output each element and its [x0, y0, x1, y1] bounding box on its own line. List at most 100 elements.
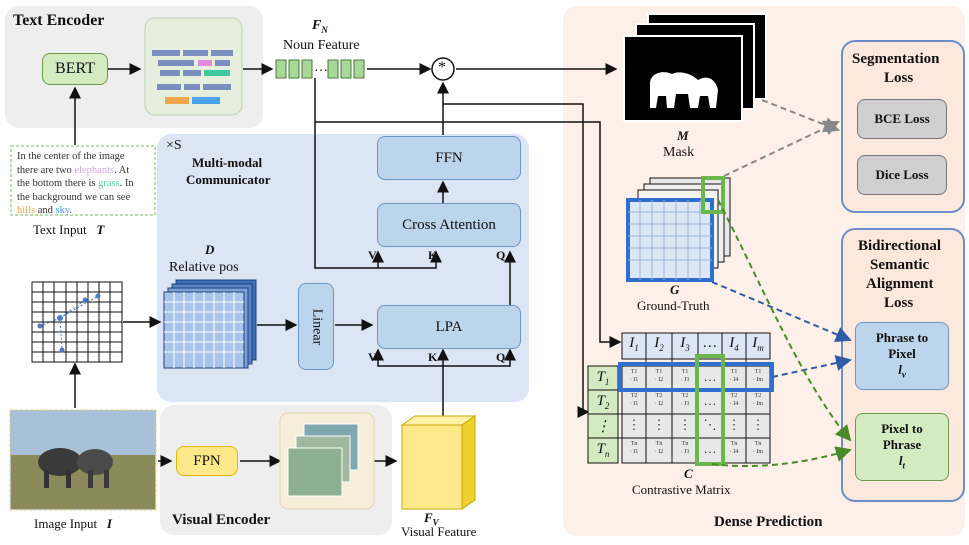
fpn-feature-maps [279, 412, 375, 510]
matrix-cell: ⋮ [751, 417, 765, 432]
matrix-row-header: T1 [596, 369, 610, 387]
noun-feature-dots: … [314, 60, 328, 75]
text-input-line: there are two elephants. At [17, 164, 134, 178]
matrix-cell: T1· Im [752, 369, 764, 383]
bert-box: BERT [42, 53, 108, 85]
matrix-cell: T2· I4 [729, 393, 739, 407]
matrix-col-header: I4 [729, 335, 739, 353]
ca-k-label: K [428, 248, 438, 262]
text-input-line: In the center of the image [17, 150, 134, 164]
ground-truth-symbol: G [670, 282, 680, 297]
text-input-box [10, 145, 156, 216]
text-input-segment: hills [17, 205, 36, 216]
matrix-cell: ⋮ [678, 417, 692, 432]
text-encoder-title: Text Encoder [13, 12, 105, 29]
cross-attention-box: Cross Attention [377, 203, 521, 247]
bce-loss-box: BCE Loss [857, 99, 947, 139]
matrix-row-header: T2 [596, 393, 610, 411]
lpa-k-label: K [428, 350, 438, 364]
text-input-line: the bottom there is grass. In [17, 177, 134, 191]
dense-prediction-title: Dense Prediction [714, 514, 823, 530]
lpa-box: LPA [377, 305, 521, 349]
lpa-q-label: Q [496, 350, 506, 364]
repeat-label: ×S [166, 138, 182, 153]
ca-v-label: V [368, 248, 377, 262]
contrastive-matrix [587, 332, 774, 466]
matrix-cell: T2· I1 [629, 393, 639, 407]
matrix-col-header: I3 [680, 335, 690, 353]
text-input-caption: Text Input T [33, 222, 105, 237]
matrix-cell: ⋮ [727, 417, 741, 432]
align-loss-title-1: Bidirectional [858, 238, 942, 254]
visual-feature-label: Visual Feature [401, 524, 477, 539]
lpa-v-label: V [368, 350, 377, 364]
mask-label: Mask [663, 145, 695, 160]
text-input-segment: there are two [17, 164, 75, 176]
visual-encoder-title: Visual Encoder [172, 512, 271, 528]
position-grid [31, 281, 123, 363]
contrastive-label: Contrastive Matrix [632, 482, 731, 497]
noun-feature-tokens [275, 59, 365, 79]
matrix-cell: Tn· I2 [654, 441, 664, 455]
image-input-photo [9, 409, 157, 511]
matrix-row-header: ⋮ [595, 419, 611, 435]
matrix-col-header: I2 [654, 335, 664, 353]
text-input-segment: . At [114, 164, 130, 176]
mask-symbol: M [677, 128, 689, 143]
text-input-line: hills and sky. [17, 204, 134, 218]
visual-feature-symbol: FV [424, 510, 439, 528]
relative-pos-symbol: D [205, 242, 215, 257]
text-input-segment: sky [55, 205, 70, 216]
contrastive-symbol: C [684, 466, 693, 481]
text-input-segment: . [69, 205, 73, 216]
matrix-cell: … [703, 393, 717, 408]
dice-loss-box: Dice Loss [857, 155, 947, 195]
bert-output-box [144, 17, 243, 116]
matrix-cell: ⋮ [652, 417, 666, 432]
matrix-cell: Tn· I1 [629, 441, 639, 455]
matrix-cell: ⋮ [627, 417, 641, 432]
matrix-col-header: I1 [629, 335, 639, 353]
ground-truth-cube [626, 176, 731, 282]
seg-loss-title-2: Loss [884, 70, 914, 86]
matrix-cell: T1· I1 [629, 369, 639, 383]
text-input-content: In the center of the image there are two … [17, 150, 134, 218]
matrix-cell: Tn· I3 [680, 441, 690, 455]
mask-stack [623, 13, 767, 122]
multiply-symbol: * [438, 59, 446, 76]
relative-pos-cube [163, 279, 257, 369]
noun-feature-label: Noun Feature [283, 38, 360, 53]
matrix-cell: T2· I2 [654, 393, 664, 407]
linear-box: Linear [298, 283, 334, 370]
matrix-cell: T2· I3 [680, 393, 690, 407]
communicator-title-1: Multi-modal [192, 155, 263, 170]
matrix-cell: T1· I2 [654, 369, 664, 383]
ffn-box: FFN [377, 136, 521, 180]
seg-loss-title-1: Segmentation [852, 51, 940, 67]
multiply-operator [431, 57, 455, 81]
matrix-cell: … [703, 441, 717, 456]
matrix-cell: … [703, 369, 717, 384]
matrix-cell: Tn· I4 [729, 441, 739, 455]
text-input-segment: and [35, 205, 56, 216]
image-input-caption: Image Input I [34, 516, 112, 531]
matrix-cell: T1· I4 [729, 369, 739, 383]
matrix-col-header: … [703, 335, 717, 351]
matrix-cell: T1· I3 [680, 369, 690, 383]
fpn-box: FPN [176, 446, 238, 476]
matrix-col-header: Im [752, 335, 764, 353]
matrix-cell: ⋱ [703, 417, 717, 432]
text-input-segment: grass [98, 178, 120, 189]
text-input-segment: . In [119, 178, 134, 189]
align-loss-title-4: Loss [884, 295, 914, 311]
token-bars-icon [152, 50, 233, 104]
align-loss-title-3: Alignment [866, 276, 934, 292]
relative-pos-label: Relative pos [169, 260, 239, 275]
communicator-title-2: Communicator [186, 172, 271, 187]
ca-q-label: Q [496, 248, 506, 262]
text-input-segment: In the center of the image [17, 151, 125, 162]
text-input-segment: the background we can see [17, 191, 131, 203]
